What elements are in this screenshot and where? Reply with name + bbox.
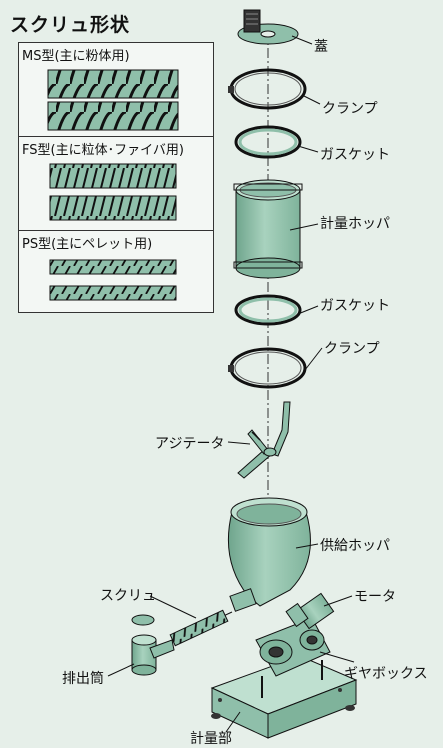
weigh-hopper-part (233, 179, 303, 279)
screw-part (169, 609, 233, 647)
gearbox-part (255, 617, 331, 698)
gearbox-label: ギヤボックス (344, 666, 428, 682)
agitator-label: アジテータ (155, 436, 225, 452)
gasket-top-part (234, 125, 302, 159)
lid-label: 蓋 (314, 39, 328, 55)
motor-part (285, 592, 335, 630)
gasket-bottom-label: ガスケット (320, 298, 390, 314)
leader-lines (107, 35, 355, 733)
ps-type-label: PS型(主にペレット用) (22, 237, 153, 252)
fs-type-label: FS型(主に粒体･ファイバ用) (22, 143, 184, 158)
ms-type-label: MS型(主に粉体用) (22, 49, 130, 64)
clamp-top-label: クランプ (322, 101, 378, 117)
clamp-bottom-label: クランプ (324, 341, 380, 357)
motor-label: モータ (354, 589, 396, 605)
panel-divider (18, 136, 214, 137)
lid-part (237, 9, 299, 45)
clamp-top-part (228, 68, 307, 110)
discharge-tube-part (131, 614, 175, 676)
agitator-part (237, 401, 291, 479)
supply-hopper-label: 供給ホッパ (320, 538, 390, 554)
weigh-unit-part (210, 655, 358, 739)
ps-screw-sample (49, 259, 177, 301)
gasket-top-label: ガスケット (320, 147, 390, 163)
screw-shapes-title: スクリュ形状 (10, 14, 131, 36)
fs-screw-sample (49, 163, 177, 221)
supply-hopper-part (227, 497, 311, 612)
screw-label: スクリュ (100, 588, 156, 604)
weigh-hopper-label: 計量ホッパ (320, 216, 390, 232)
clamp-bottom-part (228, 347, 307, 389)
gasket-bottom-part (234, 294, 302, 326)
panel-divider (18, 230, 214, 231)
discharge-tube-label: 排出筒 (62, 671, 104, 687)
weigh-unit-label: 計量部 (190, 731, 232, 747)
ms-screw-sample (47, 69, 179, 131)
